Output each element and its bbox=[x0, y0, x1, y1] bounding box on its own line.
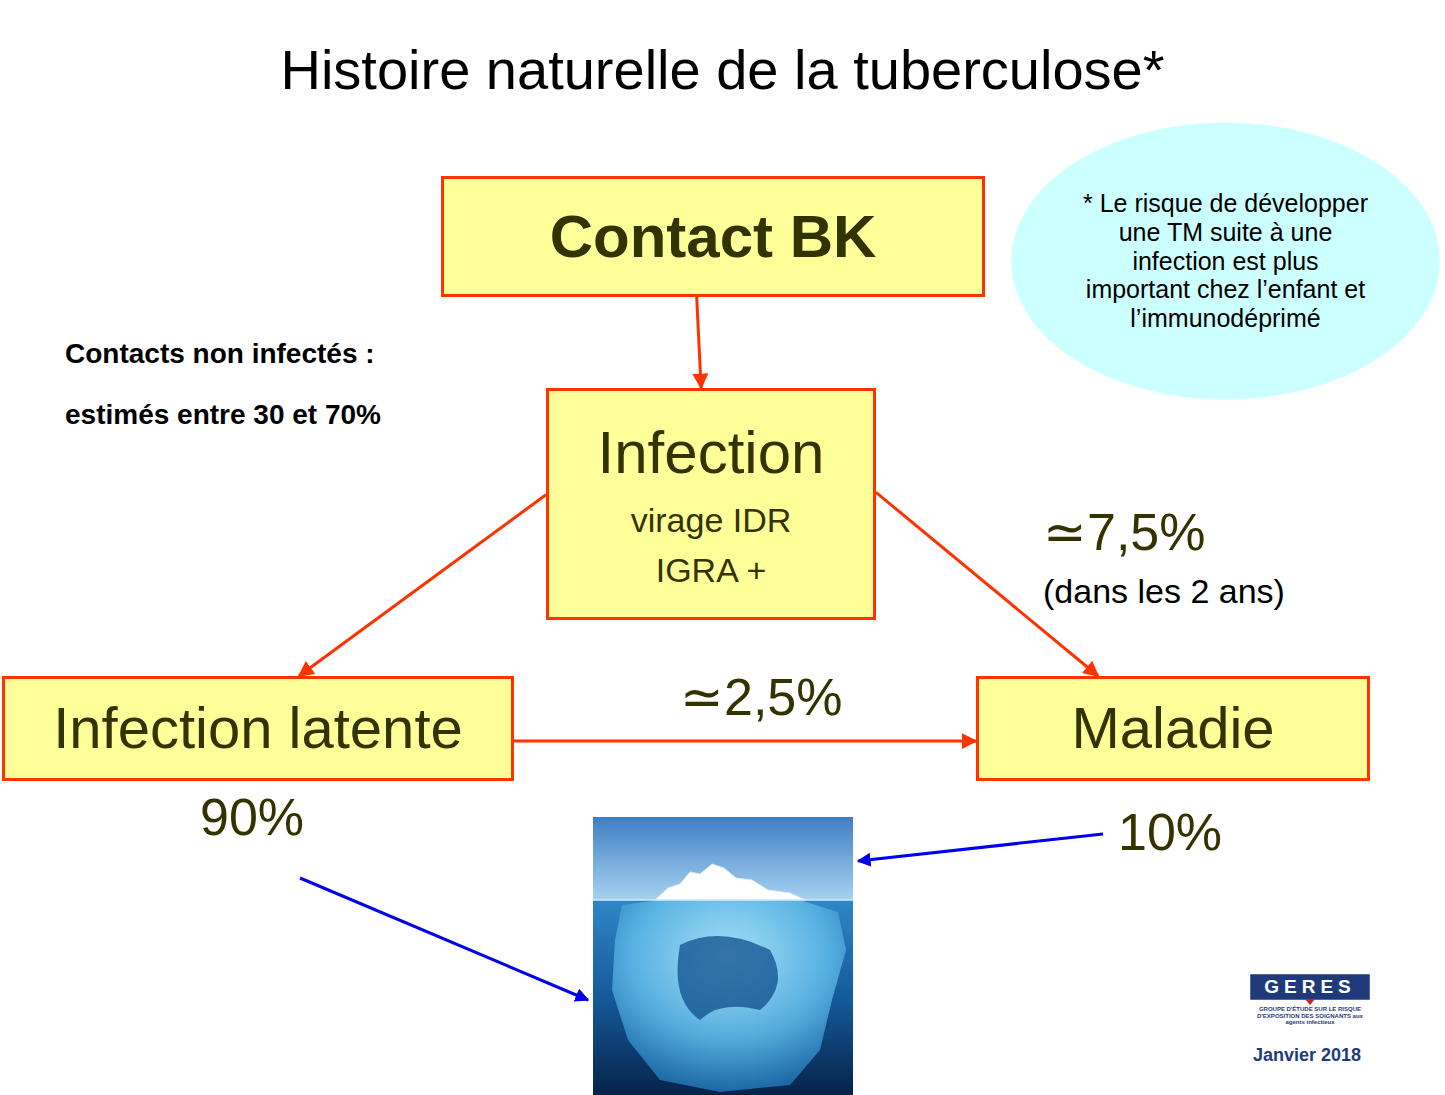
diagram-title: Histoire naturelle de la tuberculose* bbox=[0, 38, 1445, 102]
process-box: Infection virage IDR IGRA + bbox=[546, 388, 876, 620]
box-text: virage IDR bbox=[631, 501, 792, 540]
logo-subtitle: GROUPE D'ÉTUDE SUR LE RISQUE D'EXPOSITIO… bbox=[1247, 1006, 1373, 1026]
flow-arrow bbox=[299, 495, 546, 676]
edge-label: ≃2,5% bbox=[680, 668, 843, 728]
percentage-label: 90% bbox=[200, 788, 304, 848]
note-text: estimés entre 30 et 70% bbox=[65, 399, 381, 431]
flow-arrow bbox=[514, 740, 976, 743]
logo-text: GERES bbox=[1251, 976, 1369, 998]
box-heading: Infection latente bbox=[53, 695, 463, 762]
edge-note: (dans les 2 ans) bbox=[1043, 572, 1285, 611]
process-box: Contact BK bbox=[441, 176, 985, 297]
callout-text: * Le risque de développer une TM suite à… bbox=[1083, 189, 1368, 333]
logo-mark bbox=[1251, 975, 1369, 1005]
box-heading: Infection bbox=[598, 418, 825, 487]
leader-arrow bbox=[300, 878, 588, 1000]
leader-arrow bbox=[858, 834, 1103, 861]
process-box: Maladie bbox=[976, 676, 1370, 781]
box-heading: Maladie bbox=[1071, 695, 1274, 762]
iceberg-picture bbox=[593, 817, 853, 1095]
percentage-label: 10% bbox=[1118, 803, 1222, 863]
box-heading: Contact BK bbox=[550, 202, 877, 271]
process-box: Infection latente bbox=[2, 676, 514, 781]
callout-ellipse: * Le risque de développer une TM suite à… bbox=[1009, 121, 1442, 401]
edge-label: ≃7,5% bbox=[1043, 503, 1206, 563]
note-text: Contacts non infectés : bbox=[65, 338, 375, 370]
flow-arrow bbox=[697, 297, 701, 388]
date-label: Janvier 2018 bbox=[1253, 1045, 1361, 1066]
box-text: IGRA + bbox=[656, 551, 767, 590]
